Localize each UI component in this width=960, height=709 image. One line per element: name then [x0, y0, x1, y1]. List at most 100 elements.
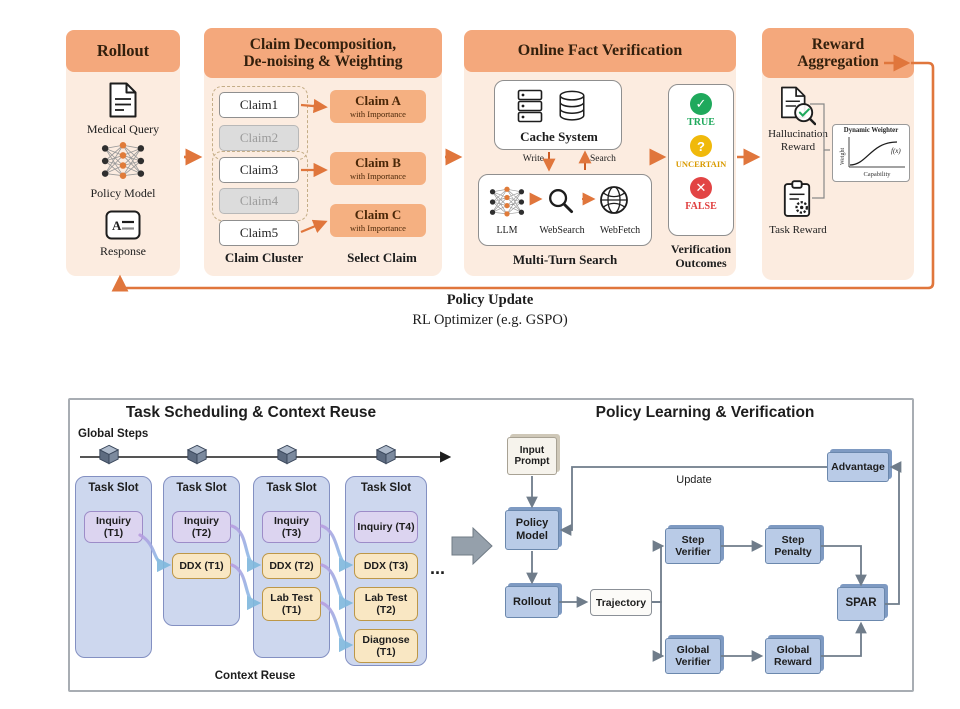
claim-c-importance: with Importance: [350, 223, 406, 233]
selected-claim-c: Claim C with Importance: [330, 204, 426, 237]
cache-system-label: Cache System: [520, 129, 598, 144]
claim-4-denoised: Claim4: [219, 188, 299, 214]
task-slot-1: Task Slot Inquiry (T1): [75, 476, 152, 658]
multi-turn-search-box: LLM WebSearch WebFetch: [478, 174, 652, 246]
policy-learning-title: Policy Learning & Verification: [595, 404, 815, 421]
task-ddx-t2: DDX (T2): [262, 553, 321, 579]
claim-title-line1: Claim Decomposition,: [249, 35, 397, 53]
rollout-header: Rollout: [66, 30, 180, 72]
claim-b-name: Claim B: [355, 155, 401, 170]
document-icon: [108, 82, 138, 118]
cache-system-box: Cache System: [494, 80, 622, 150]
response-label: Response: [100, 244, 146, 258]
reward-title-line1: Reward: [811, 35, 865, 53]
task-ddx-t3: DDX (T3): [354, 553, 418, 579]
rollout-section: Rollout Medical Query Policy Model Respo…: [66, 30, 180, 276]
selected-claim-b: Claim B with Importance: [330, 152, 426, 185]
globe-icon: [599, 185, 629, 215]
spar-node: SPAR: [837, 587, 885, 621]
fx-label: f(x): [891, 147, 901, 155]
websearch-label: WebSearch: [539, 225, 585, 236]
select-claim-label: Select Claim: [347, 250, 417, 265]
server-icon: [517, 89, 543, 123]
true-label: TRUE: [687, 117, 715, 128]
rollout-title: Rollout: [96, 40, 150, 60]
claim-title-line2: De-noising & Weighting: [243, 53, 403, 70]
task-scheduling-title: Task Scheduling & Context Reuse: [125, 404, 377, 421]
dynamic-weighter-title: Dynamic Weighter: [843, 127, 899, 134]
claim-cluster-label: Claim Cluster: [224, 250, 304, 265]
multi-turn-search-label: Multi-Turn Search: [512, 252, 618, 267]
global-steps-label: Global Steps: [78, 428, 149, 440]
hallucination-reward-label: Hallucination Reward: [768, 128, 828, 154]
search-label: Search: [590, 154, 616, 164]
weight-capability-chart: f(x) Weight Capability: [840, 137, 905, 178]
policy-update-label: Policy Update: [446, 292, 534, 308]
update-label: Update: [676, 474, 712, 486]
task-slot-2: Task Slot Inquiry (T2) DDX (T1): [163, 476, 240, 626]
ellipsis-label: ...: [430, 558, 446, 578]
verification-outcomes-box: ✓ TRUE ? UNCERTAIN ✕ FALSE: [668, 84, 734, 236]
claim-a-importance: with Importance: [350, 109, 406, 119]
claim-section: Claim Decomposition, De-noising & Weight…: [204, 28, 442, 276]
verification-header: Online Fact Verification: [464, 30, 736, 72]
task-diagnose-t1: Diagnose (T1): [354, 629, 418, 663]
magnifier-icon: [547, 187, 574, 214]
task-labtest-t2: Lab Test (T2): [354, 587, 418, 621]
policy-model-node: Policy Model: [505, 510, 559, 550]
claim-a-name: Claim A: [355, 93, 401, 108]
task-ddx-t1: DDX (T1): [172, 553, 231, 579]
task-inquiry-t1: Inquiry (T1): [84, 511, 143, 543]
verification-title: Online Fact Verification: [517, 42, 683, 60]
reward-title-line2: Aggregation: [797, 53, 879, 70]
webfetch-label: WebFetch: [599, 225, 641, 236]
policy-model-label: Policy Model: [90, 186, 156, 200]
dynamic-weighter-box: Dynamic Weighter f(x) Weight Capability: [832, 124, 910, 182]
selected-claim-a: Claim A with Importance: [330, 90, 426, 123]
advantage-node: Advantage: [827, 452, 889, 482]
write-label: Write: [522, 154, 544, 164]
task-slot-4: Task Slot Inquiry (T4) DDX (T3) Lab Test…: [345, 476, 427, 666]
verification-section: Online Fact Verification Cache System Wr…: [464, 30, 736, 276]
rollout-node: Rollout: [505, 586, 559, 618]
task-reward-label: Task Reward: [769, 224, 827, 236]
llm-label: LLM: [496, 225, 518, 236]
task-slot-1-label: Task Slot: [88, 482, 139, 494]
weight-axis-label: Weight: [840, 147, 846, 165]
claim-1: Claim1: [219, 92, 299, 118]
reward-section: Reward Aggregation Hallucination Reward …: [762, 28, 914, 280]
question-circle-icon: ?: [690, 135, 712, 157]
step-verifier-node: Step Verifier: [665, 528, 721, 564]
llm-neural-network-icon: [487, 185, 527, 219]
claim-3: Claim3: [219, 157, 299, 183]
step-penalty-node: Step Penalty: [765, 528, 821, 564]
uncertain-label: UNCERTAIN: [675, 159, 727, 169]
capability-axis-label: Capability: [863, 171, 891, 178]
task-slot-4-label: Task Slot: [360, 482, 412, 494]
neural-network-icon: [98, 140, 148, 182]
claim-b-importance: with Importance: [350, 171, 406, 181]
context-reuse-label: Context Reuse: [214, 670, 296, 682]
reward-header: Reward Aggregation: [762, 28, 914, 78]
global-reward-node: Global Reward: [765, 638, 821, 674]
chat-text-icon: [105, 210, 141, 240]
task-slot-2-label: Task Slot: [176, 482, 227, 494]
medical-query-label: Medical Query: [86, 122, 160, 136]
check-circle-icon: ✓: [690, 93, 712, 115]
claim-2-denoised: Claim2: [219, 125, 299, 151]
task-labtest-t1: Lab Test (T1): [262, 587, 321, 621]
input-prompt-node: Input Prompt: [507, 437, 557, 475]
global-verifier-node: Global Verifier: [665, 638, 721, 674]
verification-outcomes-label: Verification Outcomes: [670, 242, 732, 271]
database-icon: [557, 90, 587, 122]
task-inquiry-t4: Inquiry (T4): [354, 511, 418, 543]
claim-5: Claim5: [219, 220, 299, 246]
task-inquiry-t3: Inquiry (T3): [262, 511, 321, 543]
document-magnifier-icon: [780, 86, 816, 126]
task-slot-3: Task Slot Inquiry (T3) DDX (T2) Lab Test…: [253, 476, 330, 658]
clipboard-gear-icon: [782, 180, 812, 218]
trajectory-node: Trajectory: [590, 589, 652, 616]
claim-c-name: Claim C: [354, 207, 402, 222]
claim-header: Claim Decomposition, De-noising & Weight…: [204, 28, 442, 78]
